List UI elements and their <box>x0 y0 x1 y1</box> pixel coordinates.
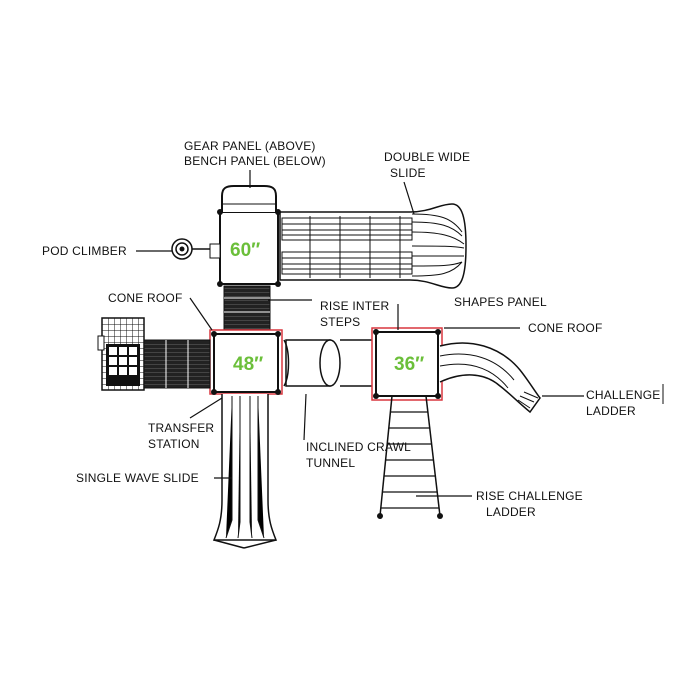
single-wave-slide-label: SINGLE WAVE SLIDE <box>76 471 199 485</box>
gear-panel-label: GEAR PANEL (ABOVE) <box>184 139 316 153</box>
pod-climber-label: POD CLIMBER <box>42 244 127 258</box>
challenge-ladder-label-1: CHALLENGE <box>586 388 661 402</box>
inclined-crawl-tunnel-label-1: INCLINED CRAWL <box>306 440 411 454</box>
shapes-panel-label: SHAPES PANEL <box>454 295 547 309</box>
pod-climber <box>171 238 210 260</box>
bench-panel-label: BENCH PANEL (BELOW) <box>184 154 326 168</box>
rise-challenge-ladder <box>377 395 443 519</box>
double-wide-slide <box>279 203 467 289</box>
rise-challenge-ladder-label-2: LADDER <box>486 505 536 519</box>
cone-roof-left-label: CONE ROOF <box>108 291 182 305</box>
double-wide-slide-label-2: SLIDE <box>390 166 426 180</box>
rise-challenge-ladder-label-1: RISE CHALLENGE <box>476 489 583 503</box>
cone-roof-right-label: CONE ROOF <box>528 321 602 335</box>
rise-inter-steps-label-2: STEPS <box>320 315 360 329</box>
deck-60: 60″ <box>209 185 281 287</box>
inclined-crawl-tunnel <box>283 339 372 387</box>
single-wave-slide <box>212 394 278 549</box>
deck-60-label: 60″ <box>230 240 260 261</box>
inclined-crawl-tunnel-label-2: TUNNEL <box>306 456 355 470</box>
deck-36: 36″ <box>371 327 443 401</box>
deck-48: 48″ <box>209 329 283 395</box>
challenge-ladder-slide <box>439 342 541 414</box>
rise-inter-steps <box>223 285 271 331</box>
deck-36-label: 36″ <box>394 354 424 375</box>
rise-inter-steps-label-1: RISE INTER <box>320 299 389 313</box>
transfer-station-label-1: TRANSFER <box>148 421 214 435</box>
leader-lines <box>136 170 584 497</box>
transfer-station <box>97 317 211 391</box>
challenge-ladder-label-2: LADDER <box>586 404 636 418</box>
transfer-station-label-2: STATION <box>148 437 200 451</box>
double-wide-slide-label-1: DOUBLE WIDE <box>384 150 470 164</box>
deck-48-label: 48″ <box>233 354 263 375</box>
